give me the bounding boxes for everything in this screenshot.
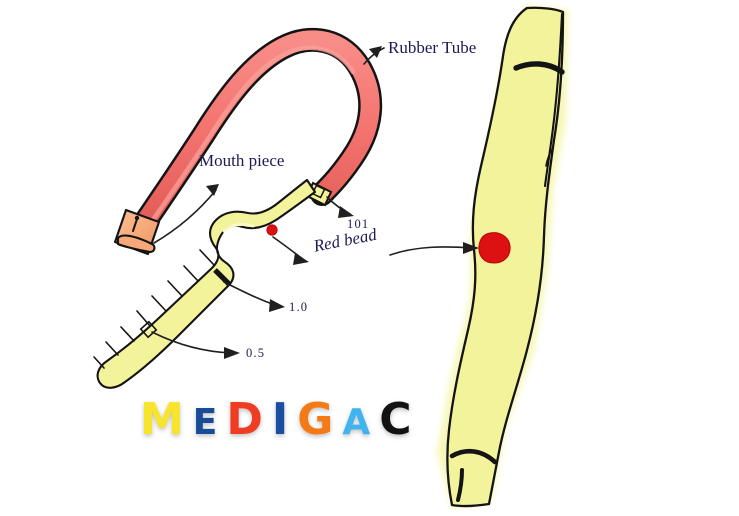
brand-letter-d: D [226, 394, 263, 445]
graduation-mark [151, 295, 167, 312]
brand-letter-c: C [379, 394, 412, 445]
brand-letter-m: M [140, 394, 184, 445]
arrow-0-5 [151, 331, 233, 354]
brand-letter-g: G [297, 394, 334, 445]
mouth-piece [113, 208, 161, 256]
arrow-red-bead-large [389, 246, 473, 256]
graduated-tube [93, 178, 333, 389]
leader-arrows [151, 46, 479, 359]
arrow-head-0-5 [224, 347, 240, 359]
red-bead-large [478, 232, 511, 264]
arrow-mouth-piece [153, 189, 217, 244]
mouth-piece-dot [134, 215, 140, 221]
mouth-piece-ridge [132, 218, 138, 232]
arrow-head-rubber-tube [369, 46, 382, 58]
arrow-head-1-0 [269, 299, 285, 312]
label-marking-1-0: 1.0 [289, 300, 309, 314]
graduation-mark [167, 280, 183, 297]
band-ring-bottom [449, 448, 498, 465]
graduation-mark [105, 341, 119, 356]
bulb-highlight [222, 222, 255, 233]
arrow-rubber-tube [363, 47, 385, 65]
graduation-mark [199, 249, 215, 266]
marking-box-0-5 [139, 320, 158, 339]
graduation-mark [136, 310, 151, 327]
band-mark-1-0 [213, 268, 231, 286]
brand-letter-i: I [271, 394, 289, 445]
rubber-tube-highlight [147, 45, 356, 227]
label-marking-0-5: 0.5 [246, 346, 266, 360]
label-marking-101: 101 [347, 217, 370, 231]
brand-letter-a: A [342, 402, 371, 443]
arrow-head-red-bead-small [293, 253, 309, 265]
rubber-tube-body [131, 30, 380, 238]
enlarged-bulb-edge-upper [543, 12, 564, 188]
graduation-mark [93, 356, 105, 369]
rubber-tube [129, 27, 383, 240]
red-bead-small [266, 224, 278, 236]
label-mouth-piece: Mouth piece [199, 151, 285, 170]
enlarged-bulb-view [437, 6, 568, 508]
label-rubber-tube: Rubber Tube [388, 38, 477, 57]
band-ring-top [513, 61, 565, 75]
arrow-head-101 [338, 206, 354, 218]
arrow-head-red-bead-large [463, 242, 479, 254]
brand-letter-e: E [192, 402, 218, 443]
waist-notch [545, 147, 554, 167]
bottom-slit-mark [456, 468, 464, 502]
mouth-piece-rim [116, 234, 156, 254]
arrow-head-mouth-piece [206, 184, 219, 196]
graduation-mark [120, 326, 135, 342]
graduation-mark [183, 265, 199, 282]
